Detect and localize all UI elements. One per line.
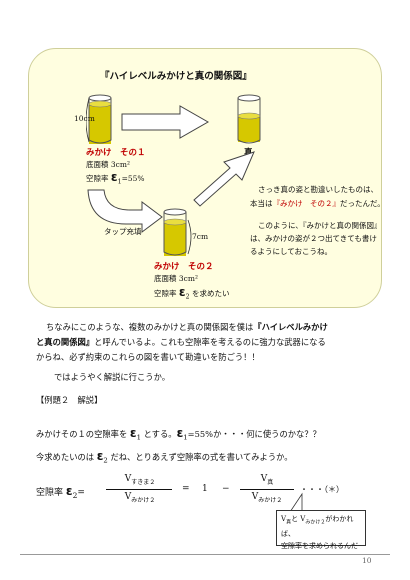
note-line-1: さっき真の姿と勘違いしたものは、 (258, 185, 378, 194)
cylinder-1-height: 10cm (74, 114, 95, 123)
cylinder-mikake-2 (163, 208, 192, 256)
mikake-1-label: みかけ その１ (86, 148, 146, 158)
note-line-4: は、みかけの姿が２つ出てきても書け (250, 234, 377, 243)
mikake-1-void: 空隙率 ɛ1=55% (86, 170, 145, 186)
cylinder-2-height: 7cm (192, 232, 209, 241)
mikake-2-label: みかけ その２ (154, 262, 214, 272)
note-line-5: るようにしておこうね。 (250, 247, 333, 256)
fraction-bar-1 (106, 489, 172, 490)
paragraph-3: みかけその１の空隙率を ɛ1 とする。ɛ1=55%か・・・何に使うのかな？？ (36, 426, 321, 442)
fraction-bar-2 (240, 489, 294, 490)
paragraph-2: ではようやく解説に行こうか。 (54, 372, 170, 382)
page-number: 10 (362, 556, 372, 565)
callout-box: V真と Vみかけ２がわかれば、 空隙率を求められるんだ (276, 510, 366, 550)
note-line-2: 本当は『みかけ その２』だったんだ。 (250, 199, 385, 208)
denominator-2: Vみかけ２ (251, 492, 283, 504)
denominator-1: Vみかけ２ (124, 492, 156, 504)
mikake-2-void: 空隙率 ɛ2 を求めたい (154, 285, 230, 301)
mikake-2-area: 底面積 3cm² (154, 274, 198, 283)
note-line-3: このように、『みかけと真の関係図』 (258, 221, 382, 230)
tap-label: タップ充填 (104, 227, 142, 236)
minus-sign: − (222, 484, 230, 494)
cylinder-mikake-1 (86, 94, 112, 144)
curved-arrow-icon (87, 189, 163, 233)
equation-tag: ・・・（＊） (300, 485, 344, 494)
arrow-diagonal-icon (193, 151, 255, 207)
footer-rule (20, 554, 390, 555)
numerator-2: V真 (260, 474, 274, 486)
paragraph-1: ちなみにこのような、複数のみかけと真の関係図を僕は『ハイレベルみかけ と真の関係… (36, 322, 328, 362)
equals-sign: = (182, 484, 190, 494)
cylinder-true (237, 94, 261, 144)
numerator-1: Vすきま２ (124, 474, 156, 486)
formula-lhs: 空隙率 ɛ2= (36, 484, 85, 500)
mikake-1-area: 底面積 3cm² (86, 160, 130, 169)
true-label: 真 (244, 148, 253, 158)
arrow-right-icon (121, 105, 210, 139)
paragraph-4: 今求めたいのは ɛ2 だね、とりあえず空隙率の式を書いてみようか。 (36, 449, 293, 465)
diagram-title: 『ハイレベルみかけと真の関係図』 (100, 71, 252, 82)
diagram-panel (28, 48, 382, 308)
number-one: 1 (202, 484, 208, 494)
example-heading: 【例題２ 解説】 (36, 395, 103, 405)
